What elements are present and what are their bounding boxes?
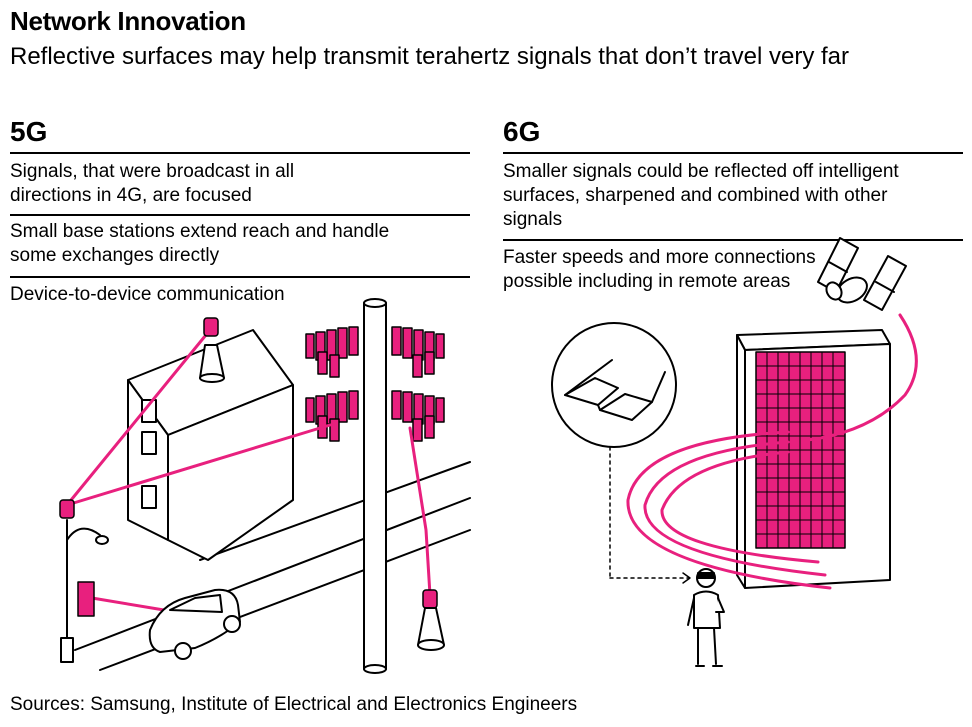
note-5g-1: Signals, that were broadcast in all dire… [10, 161, 295, 206]
signal-beams-5g [65, 328, 432, 614]
page-title: Network Innovation [10, 6, 246, 36]
source-note: Sources: Samsung, Institute of Electrica… [10, 694, 578, 715]
person-icon [687, 568, 725, 667]
satellite-icon [817, 237, 907, 311]
heading-5g: 5G [10, 116, 48, 147]
page-subtitle: Reflective surfaces may help transmit te… [10, 43, 850, 70]
arrowhead [682, 572, 691, 584]
divider [503, 239, 963, 241]
dotted-connector [609, 446, 689, 579]
note-6g-2: Faster speeds and more connections possi… [503, 247, 816, 292]
small-cell-icon [59, 317, 438, 617]
note-6g-1: Smaller signals could be reflected off i… [503, 161, 899, 230]
divider [10, 214, 470, 216]
antenna-array-icon [305, 326, 445, 442]
car-icon [148, 588, 241, 660]
signal-beams-6g [626, 313, 918, 590]
heading-6g: 6G [503, 116, 541, 147]
smart-glasses-icon [551, 322, 677, 448]
note-5g-3: Device-to-device communication [10, 284, 285, 305]
intelligent-surface-icon [736, 329, 891, 589]
surface-grid [755, 351, 846, 549]
divider [10, 276, 470, 278]
divider [503, 152, 963, 154]
divider [10, 152, 470, 154]
street-lamp-icon [60, 519, 109, 663]
rooftop-antenna-icon [199, 344, 225, 383]
ground-antenna-icon [417, 607, 445, 651]
pole-icon [363, 298, 387, 674]
note-5g-2: Small base stations extend reach and han… [10, 221, 390, 266]
